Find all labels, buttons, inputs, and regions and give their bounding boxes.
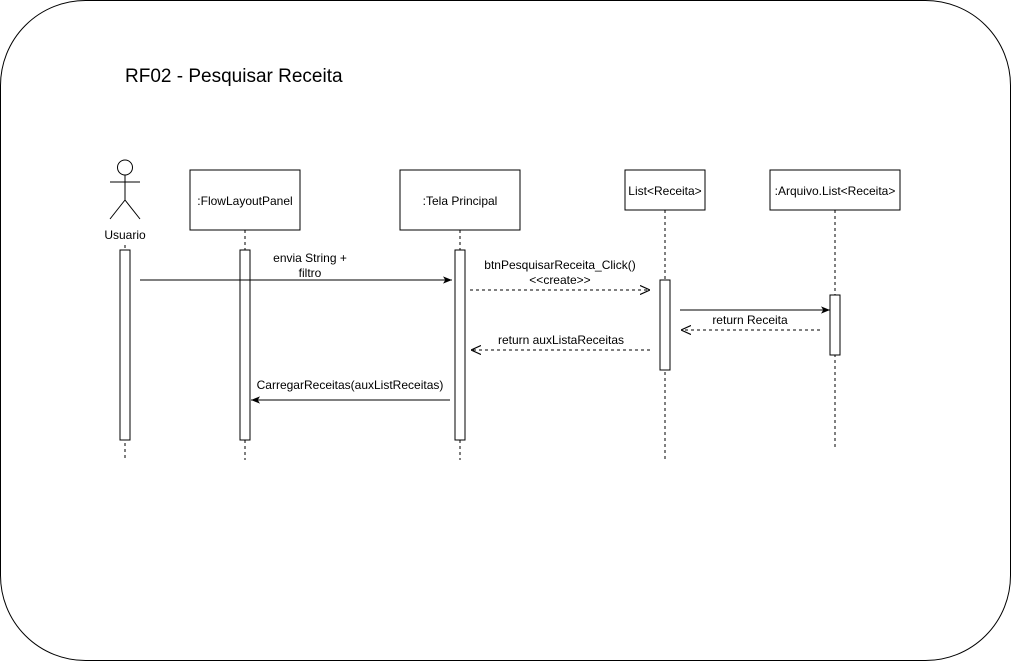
actor-right-leg [124, 199, 141, 220]
participant-arquivo-list-receita: :Arquivo.List<Receita> [769, 169, 901, 211]
message-stereotype: <<create>> [529, 273, 590, 287]
participant-label: :FlowLayoutPanel [197, 194, 292, 208]
diagram-title: RF02 - Pesquisar Receita [125, 66, 343, 87]
participant-label: List<Receita> [628, 184, 701, 198]
actor-head [117, 159, 133, 176]
message-envia-string-filtro: envia String + filtro [140, 251, 452, 284]
message-carregar-receitas: CarregarReceitas(auxListReceitas) [251, 378, 450, 404]
message-label: btnPesquisarReceita_Click() [484, 258, 635, 272]
message-label: return Receita [712, 313, 788, 327]
actor-left-leg [109, 199, 126, 220]
actor-label: Usuario [104, 228, 146, 242]
participant-list-receita: List<Receita> [624, 169, 706, 211]
activation-flowlayoutpanel [239, 249, 251, 441]
activation-list-receita [659, 279, 671, 371]
message-return-receita: return Receita [681, 313, 820, 330]
participant-label: :Tela Principal [423, 194, 498, 208]
participant-flowlayoutpanel: :FlowLayoutPanel [189, 169, 301, 231]
message-label: return auxListaReceitas [498, 333, 624, 347]
message-return-aux-lista-receitas: return auxListaReceitas [471, 333, 650, 350]
actor-usuario: Usuario [104, 159, 146, 242]
message-label: envia String + [273, 251, 347, 265]
message-label: CarregarReceitas(auxListReceitas) [257, 378, 444, 392]
activation-usuario [119, 249, 131, 441]
activation-arquivo-list-receita [829, 294, 841, 356]
participant-label: :Arquivo.List<Receita> [775, 184, 896, 198]
activation-tela-principal [454, 249, 466, 441]
message-btn-pesquisar-click: btnPesquisarReceita_Click() <<create>> [470, 258, 650, 290]
message-label-line2: filtro [299, 266, 322, 280]
participant-tela-principal: :Tela Principal [399, 169, 521, 231]
